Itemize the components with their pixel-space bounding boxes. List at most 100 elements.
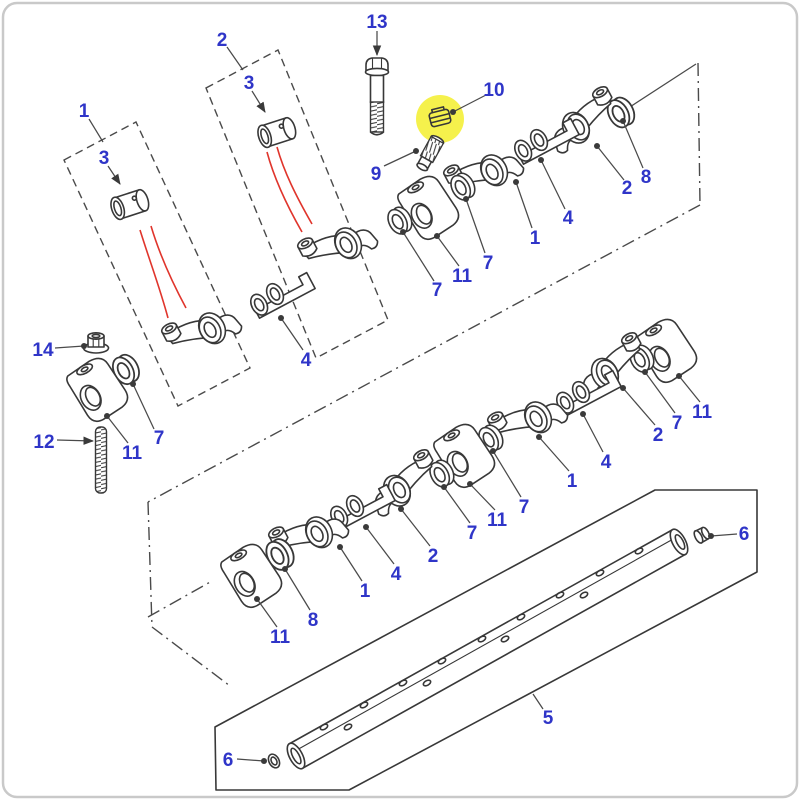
- part-callout[interactable]: 6: [223, 750, 234, 771]
- part-callout[interactable]: 14: [32, 340, 54, 361]
- part-callout[interactable]: 7: [467, 523, 478, 544]
- part-callout[interactable]: 2: [217, 30, 228, 51]
- shaft-plug-drawing: [265, 751, 283, 771]
- axis-continuation-lines: [147, 62, 701, 687]
- part-callout[interactable]: 2: [428, 546, 439, 567]
- part-callout[interactable]: 11: [487, 510, 508, 531]
- dashdot-line: [697, 62, 701, 206]
- dashed-box-2: [205, 49, 389, 359]
- leader-line: [103, 412, 129, 444]
- leader-line: [281, 565, 311, 611]
- part-callout[interactable]: 1: [530, 228, 541, 249]
- highlight-circle: [416, 95, 464, 143]
- leader-line: [226, 46, 244, 71]
- red-guide-line: [266, 151, 303, 233]
- leader-line: [277, 314, 304, 351]
- square-nut-drawing: [428, 106, 452, 128]
- leader-line: [399, 228, 435, 282]
- part-callout[interactable]: 7: [483, 253, 494, 274]
- part-callout[interactable]: 11: [270, 627, 291, 648]
- part-callout[interactable]: 2: [622, 178, 633, 199]
- dashdot-line: [151, 626, 231, 687]
- red-guide-line: [139, 229, 169, 319]
- dashdot-line: [147, 580, 213, 618]
- bushing-drawing: [254, 114, 299, 150]
- dashed-box-1: [63, 121, 251, 407]
- leader-line: [397, 505, 431, 547]
- rocker-shaft-assembly-upper: [383, 63, 697, 245]
- red-guide-line: [150, 225, 187, 309]
- rocker-shaft-group: [214, 489, 758, 791]
- part-callout[interactable]: 7: [154, 428, 165, 449]
- part-callout[interactable]: 2: [653, 425, 664, 446]
- shaft-plug-drawing: [691, 524, 713, 546]
- highlighted-part-group: [414, 95, 464, 174]
- stud-drawing: [94, 426, 108, 494]
- part-callout[interactable]: 4: [601, 452, 612, 473]
- shaft-drawing: [286, 528, 689, 770]
- leader-line: [54, 342, 88, 350]
- leader-line: [512, 178, 533, 229]
- part-callout[interactable]: 3: [99, 148, 110, 169]
- leader-line: [593, 142, 625, 181]
- leader-line: [641, 368, 676, 414]
- rocker-arm-drawing: [159, 293, 245, 366]
- leader-line: [619, 384, 656, 426]
- part-callout[interactable]: 3: [244, 73, 255, 94]
- part-callout[interactable]: 4: [563, 208, 574, 229]
- part-callout[interactable]: 6: [739, 524, 750, 545]
- bolt-drawing: [364, 57, 390, 136]
- flange-nut-drawing: [82, 331, 110, 354]
- leader-line: [675, 372, 701, 403]
- part-callout[interactable]: 5: [543, 708, 554, 729]
- part-callout[interactable]: 7: [672, 413, 683, 434]
- red-guide-line: [276, 146, 313, 225]
- leader-line: [440, 483, 471, 524]
- rocker-arm-drawing: [441, 135, 527, 208]
- part-callout[interactable]: 11: [122, 443, 143, 464]
- leader-line: [707, 532, 738, 540]
- leader-line: [535, 433, 570, 472]
- part-callout[interactable]: 8: [641, 167, 652, 188]
- part-callout[interactable]: 11: [692, 402, 713, 423]
- part-callout[interactable]: 13: [366, 12, 387, 33]
- group-box-1: [63, 121, 251, 407]
- leader-line: [236, 757, 268, 765]
- dashdot-line: [147, 501, 153, 628]
- group-box-2: [205, 49, 389, 359]
- leader-line: [362, 523, 395, 565]
- leader-line: [462, 195, 486, 254]
- adjusting-screw-drawing: [414, 133, 446, 174]
- leader-line: [433, 232, 460, 267]
- part-callout[interactable]: 1: [360, 581, 371, 602]
- leader-line: [449, 94, 487, 116]
- part-callout[interactable]: 7: [432, 280, 443, 301]
- part-callout[interactable]: 8: [308, 610, 319, 631]
- part-callout[interactable]: 10: [483, 80, 504, 101]
- part-callout[interactable]: 12: [33, 432, 54, 453]
- part-callout[interactable]: 1: [567, 471, 578, 492]
- part-callout[interactable]: 4: [391, 564, 402, 585]
- part-callout[interactable]: 9: [371, 164, 382, 185]
- part-callout[interactable]: 1: [79, 101, 90, 122]
- part-callout[interactable]: 7: [519, 497, 530, 518]
- leader-line: [88, 118, 104, 143]
- leader-line: [56, 436, 95, 445]
- part-callout[interactable]: 4: [301, 350, 312, 371]
- dashdot-line: [147, 204, 701, 503]
- part-callout[interactable]: 11: [452, 266, 473, 287]
- leader-line: [253, 595, 278, 628]
- leader-line: [579, 410, 604, 453]
- left-fastener-group: [62, 331, 145, 494]
- leader-line: [107, 165, 121, 185]
- shaft-outline-box: [214, 489, 758, 791]
- leader-lines: [54, 31, 738, 765]
- leader-line: [537, 156, 566, 210]
- spacer-clamp-drawing: [245, 265, 316, 320]
- bushing-drawing: [107, 186, 152, 222]
- leader-line: [532, 693, 544, 710]
- leader-line: [466, 480, 496, 511]
- leader-line: [336, 543, 363, 582]
